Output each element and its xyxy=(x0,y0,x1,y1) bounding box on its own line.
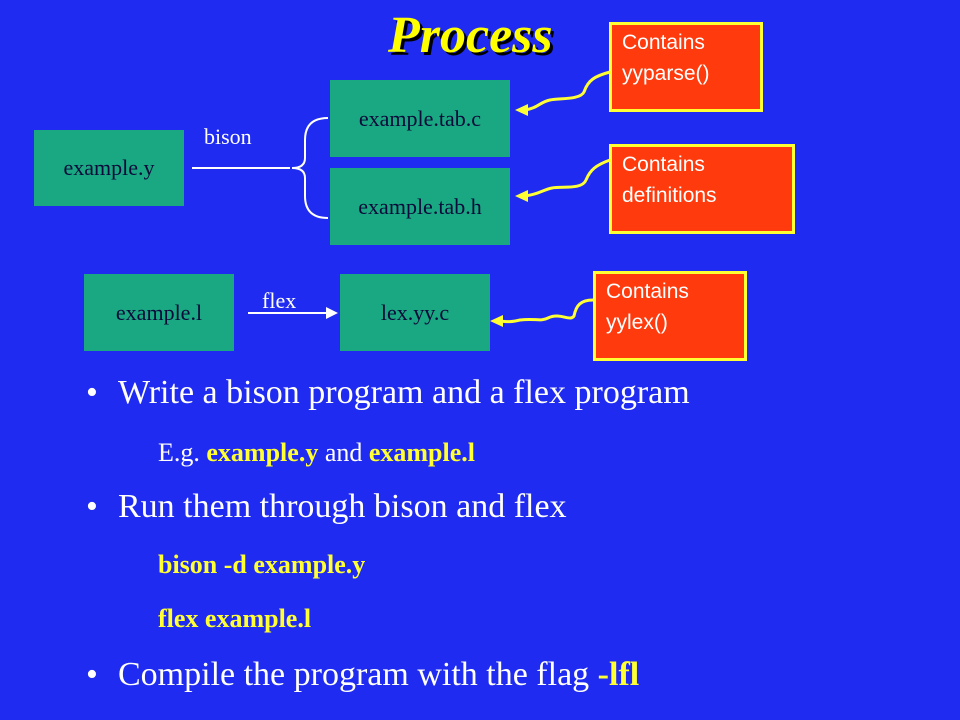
note-yylex-line1: Contains xyxy=(606,280,689,303)
note-definitions-arrow xyxy=(524,158,611,198)
box-example-y: example.y xyxy=(34,130,184,206)
command-flex: flex example.l xyxy=(158,604,312,633)
note-yyparse-line1: Contains xyxy=(622,31,705,54)
box-example-tab-c: example.tab.c xyxy=(330,80,510,157)
note-yylex-arrow xyxy=(499,298,594,324)
sub-mid: and xyxy=(318,438,369,467)
bullet-3-text: Compile the program with the flag xyxy=(118,656,598,693)
note-yyparse: Contains yyparse() xyxy=(609,22,763,112)
note-yyparse-arrow xyxy=(524,70,611,112)
box-lex-yy-c: lex.yy.c xyxy=(340,274,490,351)
bullet-3: •Compile the program with the flag -lfl xyxy=(86,656,640,693)
flex-arrowhead xyxy=(326,307,338,319)
bullet-1: •Write a bison program and a flex progra… xyxy=(86,374,690,411)
sub-file2: example.l xyxy=(368,438,476,467)
note-definitions: Contains definitions xyxy=(609,144,795,234)
bullet-2: •Run them through bison and flex xyxy=(86,488,567,525)
sub-prefix: E.g. xyxy=(158,438,207,467)
slide-title: Process xyxy=(388,7,553,64)
bullet-1-text: Write a bison program and a flex program xyxy=(118,374,690,411)
label-bison: bison xyxy=(204,124,252,149)
bullet-3-flag: -lfl xyxy=(597,656,640,693)
note-yylex: Contains yylex() xyxy=(593,271,747,361)
note-definitions-line2: definitions xyxy=(622,184,717,207)
label-flex: flex xyxy=(262,288,297,313)
bison-brace xyxy=(291,117,329,219)
note-yyparse-line2: yyparse() xyxy=(622,62,710,85)
box-example-l: example.l xyxy=(84,274,234,351)
bullet-1-sub: E.g. example.y and example.l xyxy=(158,438,475,468)
sub-file1: example.y xyxy=(206,438,319,467)
box-example-tab-h: example.tab.h xyxy=(330,168,510,245)
command-bison: bison -d example.y xyxy=(158,550,366,579)
note-definitions-line1: Contains xyxy=(622,153,705,176)
note-yylex-line2: yylex() xyxy=(606,311,668,334)
bullet-2-text: Run them through bison and flex xyxy=(118,488,567,525)
